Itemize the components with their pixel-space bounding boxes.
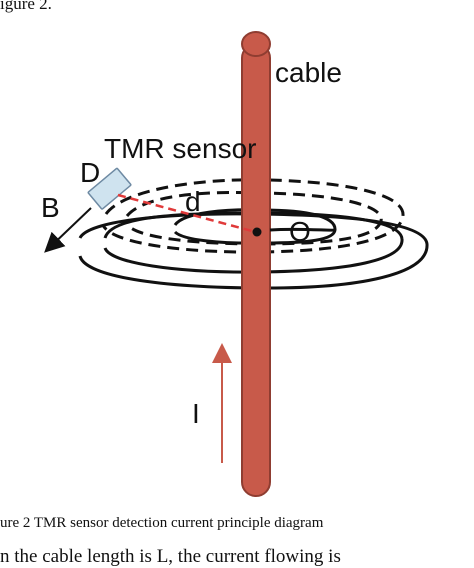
top-text-fragment: igure 2. [0,0,52,13]
field-line-front-arc-right [269,227,336,232]
tmr-sensor-body [87,167,132,210]
figure-caption: ure 2 TMR sensor detection current princ… [0,515,324,531]
center-point [252,227,262,237]
cable [241,43,271,497]
field-line-outer-dashed [101,178,405,254]
current-label: I [192,398,200,429]
b-field-arrow [44,207,92,253]
distance-label: d [185,186,201,217]
tmr-sensor-label: TMR sensor [104,133,256,164]
center-label: O [289,216,311,247]
bottom-text-fragment: n the cable length is L, the current flo… [0,546,341,567]
d-label: D [80,157,100,188]
cable-label: cable [275,57,342,88]
distance-line [117,193,253,233]
field-line-solid-small [173,208,337,245]
cable-top-cap [241,31,271,57]
field-line-solid-large [78,212,429,290]
b-label: B [41,192,60,223]
